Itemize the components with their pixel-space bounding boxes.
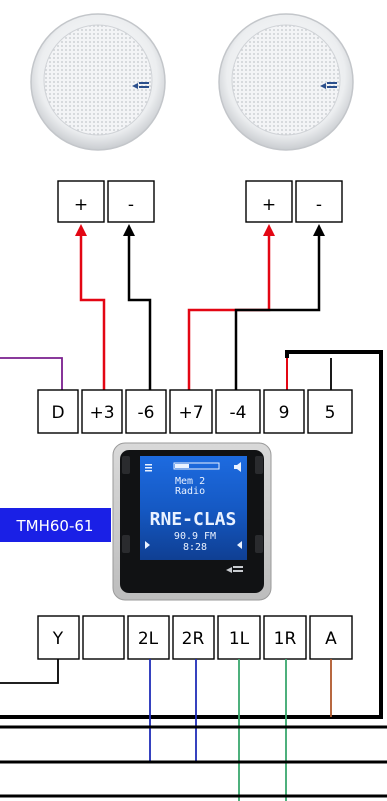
terminal-plus3: +3 bbox=[89, 403, 114, 423]
bottom-terminal-row: Y 2L 2R 1L 1R A bbox=[37, 615, 353, 660]
right-negative-wire bbox=[234, 230, 321, 390]
right-plus-label: + bbox=[262, 195, 276, 215]
display-frequency: 90.9 FM bbox=[174, 531, 216, 542]
terminal-d: D bbox=[51, 403, 64, 423]
top-terminal-row: D +3 -6 +7 -4 9 5 bbox=[37, 389, 353, 434]
display-station-name: RNE-CLAS bbox=[150, 509, 237, 530]
left-positive-wire bbox=[79, 230, 106, 390]
volume-icon bbox=[234, 462, 241, 472]
bottom-wires bbox=[0, 659, 387, 801]
left-plus-label: + bbox=[74, 195, 88, 215]
terminal-5: 5 bbox=[325, 403, 336, 423]
right-minus-label: - bbox=[316, 195, 322, 215]
brand-logo-icon bbox=[226, 566, 243, 573]
left-speaker bbox=[30, 13, 166, 151]
y-wire bbox=[0, 659, 59, 684]
terminal-y: Y bbox=[52, 629, 64, 649]
menu-icon bbox=[145, 464, 152, 472]
bus-loop-wire bbox=[0, 350, 383, 719]
model-label-text: TMH60-61 bbox=[16, 517, 94, 535]
left-speaker-terminals: + - bbox=[57, 180, 155, 223]
prev-arrow-icon bbox=[145, 541, 150, 549]
brand-logo-icon bbox=[132, 82, 149, 89]
terminal-plus7: +7 bbox=[178, 403, 203, 423]
right-positive-wire bbox=[187, 230, 271, 390]
terminal-9: 9 bbox=[279, 403, 290, 423]
display-line-radio: Radio bbox=[175, 486, 205, 497]
left-negative-wire bbox=[127, 230, 152, 390]
terminal-a: A bbox=[325, 629, 337, 649]
next-arrow-icon bbox=[237, 541, 242, 549]
right-speaker bbox=[218, 13, 354, 151]
terminal-1r: 1R bbox=[274, 629, 297, 649]
d-wire bbox=[0, 357, 63, 390]
signal-bar-icon bbox=[173, 462, 220, 470]
display-clock: 8:28 bbox=[183, 542, 207, 553]
speaker-wires bbox=[0, 224, 332, 390]
right-speaker-terminals: + - bbox=[245, 180, 343, 223]
terminal-1l: 1L bbox=[229, 629, 250, 649]
left-minus-label: - bbox=[128, 195, 134, 215]
brand-logo-icon bbox=[320, 82, 337, 89]
terminal-2r: 2R bbox=[182, 629, 205, 649]
terminal-minus6: -6 bbox=[138, 403, 155, 423]
display-line-mem: Mem 2 bbox=[175, 476, 205, 487]
radio-device: Mem 2 Radio RNE-CLAS 90.9 FM 8:28 bbox=[112, 442, 272, 601]
terminal-2l: 2L bbox=[138, 629, 159, 649]
model-label: TMH60-61 bbox=[0, 508, 111, 542]
terminal-minus4: -4 bbox=[230, 403, 247, 423]
lcd-screen bbox=[140, 456, 247, 560]
